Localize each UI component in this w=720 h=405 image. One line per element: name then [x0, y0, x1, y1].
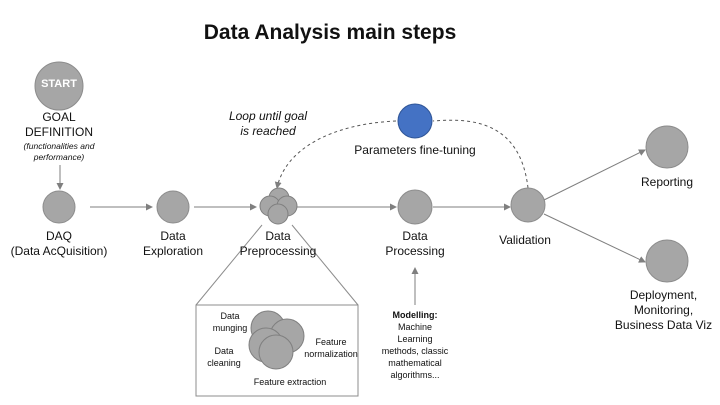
reporting-node	[645, 125, 689, 169]
processing-label-line2: Processing	[385, 244, 445, 258]
exploration-label-line1: Data	[160, 229, 186, 243]
detail-cleaning-line1: Data	[214, 346, 234, 356]
goal-label-line1: GOAL	[42, 110, 76, 124]
modelling-line: Learning	[397, 334, 433, 344]
parameters-fine-tuning-node	[397, 103, 433, 139]
preprocessing-label-line1: Data	[265, 229, 291, 243]
exploration-label-line2: Exploration	[142, 244, 204, 258]
detail-munging-line1: Data	[220, 311, 240, 321]
parameters-fine-tuning-label: Parameters fine-tuning	[354, 143, 476, 157]
detail-normalization-line1: Feature	[315, 337, 347, 347]
deployment-label-line2: Monitoring,	[633, 303, 694, 317]
daq-label-line2: (Data AcQuisition)	[10, 244, 108, 258]
processing-node	[397, 189, 433, 225]
modelling-line: algorithms...	[390, 370, 440, 380]
detail-cleaning-line2: cleaning	[207, 358, 241, 368]
goal-label-line2: DEFINITION	[25, 125, 93, 139]
arrow-validation-to-deployment	[543, 213, 646, 263]
goal-sub-line1: (functionalities and	[23, 141, 95, 151]
deployment-label-line1: Deployment,	[629, 288, 698, 302]
reporting-label: Reporting	[640, 175, 694, 189]
detail-extraction: Feature extraction	[253, 377, 327, 387]
zoom-line-right	[291, 224, 359, 306]
deployment-node	[645, 239, 689, 283]
preprocessing-node-cluster	[259, 187, 298, 225]
exploration-node	[156, 190, 190, 224]
feedback-loop-dashed	[274, 120, 397, 189]
preprocessing-label-line2: Preprocessing	[239, 244, 317, 258]
diagram-title: Data Analysis main steps	[203, 21, 457, 44]
validation-node	[510, 187, 546, 223]
deployment-label-line3: Business Data Viz	[614, 318, 713, 332]
daq-label-line1: DAQ	[45, 229, 72, 243]
modelling-line: mathematical	[388, 358, 442, 368]
detail-munging-line2: munging	[212, 323, 248, 333]
daq-node	[42, 190, 76, 224]
start-label: START	[41, 78, 77, 90]
detail-node-cluster	[248, 310, 305, 370]
modelling-heading: Modelling:	[392, 310, 438, 320]
validation-label: Validation	[499, 233, 551, 247]
loop-note-line2: is reached	[240, 124, 296, 138]
processing-label-line1: Data	[402, 229, 428, 243]
loop-note-line1: Loop until goal	[228, 109, 308, 123]
goal-sub-line2: performance)	[33, 152, 85, 162]
modelling-line: methods, classic	[381, 346, 449, 356]
start-node	[34, 61, 84, 111]
detail-normalization-line2: normalization	[304, 349, 358, 359]
arrow-validation-to-reporting	[543, 149, 646, 201]
feedback-loop-dashed	[432, 119, 529, 189]
zoom-line-left	[195, 224, 263, 306]
modelling-line: Machine	[397, 322, 433, 332]
